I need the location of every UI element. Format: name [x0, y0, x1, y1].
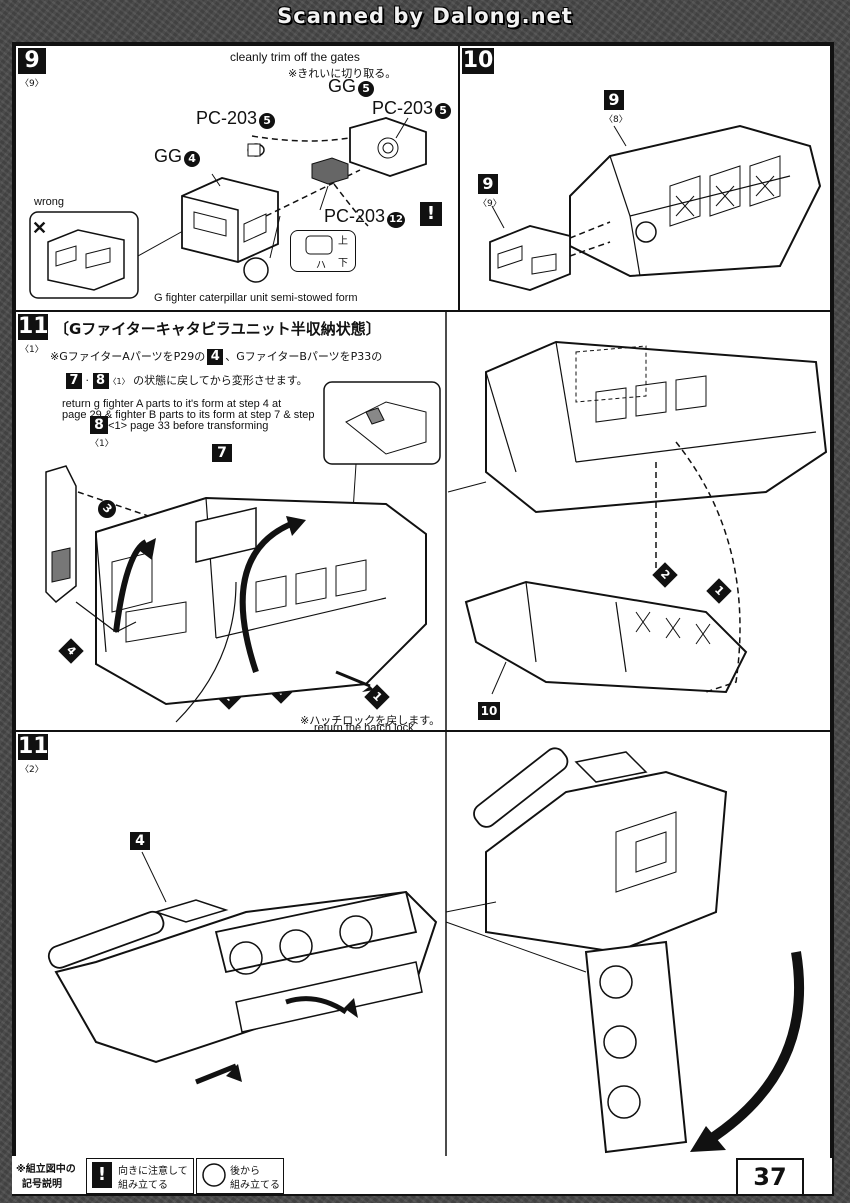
orient-down-label: 下 [338, 258, 348, 269]
ref-step-9-top: 9 [604, 90, 624, 110]
part-number-circle: 5 [435, 103, 452, 119]
step11-title-jp: 〔Gファイターキャタピラユニット半収納状態〕 [54, 320, 381, 338]
ref-step-box: 7 [66, 373, 82, 389]
ref-step-sub: 〈1〉 [108, 377, 130, 386]
legend-later-line1: 後から [230, 1166, 260, 1177]
part-number-circle: 5 [358, 81, 375, 97]
trim-note-jp: ※きれいに切り取る。 [288, 67, 397, 80]
step11-2-illustration [47, 732, 804, 1156]
part-number-circle: 4 [184, 151, 201, 167]
note-jp-part1: ※GファイターAパーツをP29の [50, 350, 206, 363]
step9-panel: 9 〈9〉 cleanly trim off the gates ※きれいに切り… [14, 44, 462, 314]
note-en-line3: 8<1> page 33 before transforming [102, 420, 269, 432]
orient-up-label: 上 [338, 236, 348, 247]
step-sub: 〈1〉 [20, 345, 44, 355]
hatch-note-jp: ※ハッチロックを戻します。 [300, 714, 441, 727]
ref-step-8-sub: 〈1〉 [90, 439, 114, 449]
ref-step-4: 4 [130, 832, 150, 850]
caution-icon: ! [92, 1162, 112, 1188]
hatch-note-en: return the hatch lock [314, 722, 414, 734]
orient-mark-label: ハ [316, 260, 326, 271]
part-code: PC-203 [324, 206, 386, 226]
caution-icon: ! [420, 202, 442, 226]
ref-step-7: 7 [212, 444, 232, 462]
trim-note-en: cleanly trim off the gates [230, 50, 360, 64]
wrong-label: wrong [34, 196, 64, 208]
note-jp-part3: の状態に戻してから変形させます。 [133, 374, 308, 387]
step9-illustration [29, 117, 427, 299]
step11-2-panel: 11 〈2〉 4 [14, 730, 832, 1158]
step-number: 11 [18, 314, 49, 340]
part-number-circle: 12 [387, 212, 406, 228]
ref-step-9-left-sub: 〈9〉 [478, 199, 502, 209]
step-sub: 〈9〉 [20, 79, 44, 89]
note-jp-line2: 7 · 8〈1〉 の状態に戻してから変形させます。 [66, 372, 308, 389]
step9-caption: G fighter caterpillar unit semi-stowed f… [154, 292, 358, 304]
step-number: 9 [18, 48, 46, 74]
step-number: 10 [462, 48, 494, 74]
ref-step-box: 8 [92, 373, 109, 389]
ref-step-8: 8 [90, 416, 108, 434]
note-en-line2: page 29 & fighter B parts to its form at… [62, 409, 315, 421]
step10-illustration [489, 124, 822, 291]
legend-caution-line1: 向きに注意して [118, 1166, 188, 1177]
step10-panel: 10 9 〈8〉 9 〈9〉 [458, 44, 832, 314]
part-code: PC-203 [372, 98, 434, 118]
part-code: GG [328, 76, 357, 96]
ref-step-9-top-sub: 〈8〉 [604, 115, 628, 125]
part-number-circle: 5 [259, 113, 276, 129]
ref-step-box: 4 [207, 349, 224, 365]
ref-step-9-left: 9 [478, 174, 498, 194]
legend-later-line2: 組み立てる [230, 1180, 280, 1191]
legend-title-line2: 記号説明 [22, 1179, 62, 1190]
page-number: 37 [736, 1158, 804, 1196]
watermark-header: Scanned by Dalong.net [277, 4, 573, 28]
legend-title-line1: ※組立図中の [16, 1164, 76, 1175]
part-code: PC-203 [196, 108, 258, 128]
note-en-line1: return g fighter A parts to it's form at… [62, 398, 282, 410]
step11-1-illustration [45, 312, 828, 732]
note-jp-part2: 、GファイターBパーツをP33の [225, 350, 383, 363]
legend-caution-line2: 組み立てる [118, 1180, 168, 1191]
step-number: 11 [18, 734, 49, 760]
orientation-box [290, 230, 356, 272]
wrong-x-icon: ✕ [32, 218, 48, 238]
part-code: GG [154, 146, 183, 166]
step11-1-panel: 11 〈1〉 〔Gファイターキャタピラユニット半収納状態〕 ※GファイターAパー… [14, 310, 832, 734]
step-sub: 〈2〉 [20, 765, 44, 775]
ref-step-10: 10 [478, 702, 500, 720]
